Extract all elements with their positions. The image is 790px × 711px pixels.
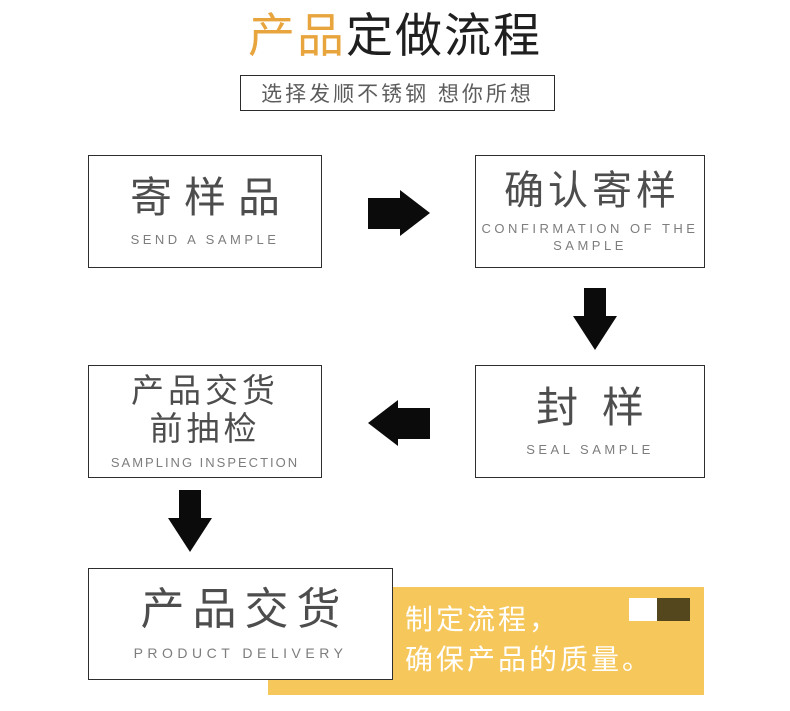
subtitle-text: 选择发顺不锈钢 想你所想 xyxy=(261,83,534,106)
arrow-head xyxy=(400,190,430,236)
arrow-shaft xyxy=(584,288,606,316)
page-title: 产品定做流程 xyxy=(0,6,790,66)
step-zh-label: 寄样品 xyxy=(129,173,292,221)
banner-line-1: 制定流程， xyxy=(405,604,561,635)
step-zh-label: 产品交货 xyxy=(140,585,349,635)
step-box-send-sample: 寄样品 SEND A SAMPLE xyxy=(88,155,322,268)
step-en-label: SEND A SAMPLE xyxy=(130,232,280,248)
step-box-confirmation: 确认寄样 CONFIRMATION OF THE SAMPLE xyxy=(475,155,705,268)
banner-line-2: 确保产品的质量。 xyxy=(405,644,654,675)
step-en-label: PRODUCT DELIVERY xyxy=(133,644,348,661)
step-box-seal-sample: 封 样 SEAL SAMPLE xyxy=(475,365,705,478)
arrow-shaft xyxy=(398,408,430,439)
arrow-head xyxy=(573,316,617,350)
arrow-head xyxy=(368,400,398,446)
arrow-down-icon xyxy=(168,490,212,552)
step-box-sampling-inspection: 产品交货 前抽检 SAMPLING INSPECTION xyxy=(88,365,322,478)
step-zh-label: 确认寄样 xyxy=(504,169,680,213)
banner-text: 制定流程， 确保产品的质量。 xyxy=(405,600,653,680)
swatch-white xyxy=(629,598,657,621)
step-zh-label: 封 样 xyxy=(536,383,650,431)
arrow-shaft xyxy=(368,198,400,229)
step-box-product-delivery: 产品交货 PRODUCT DELIVERY xyxy=(88,568,393,680)
step-zh-label: 产品交货 前抽检 xyxy=(131,372,279,447)
arrow-down-icon xyxy=(573,288,617,350)
page-title-rest: 定做流程 xyxy=(346,9,542,62)
step-en-label: CONFIRMATION OF THE SAMPLE xyxy=(481,221,699,253)
step-en-label: SEAL SAMPLE xyxy=(526,442,654,458)
arrow-left-icon xyxy=(368,400,430,447)
subtitle-box: 选择发顺不锈钢 想你所想 xyxy=(240,75,555,111)
step-en-label: SAMPLING INSPECTION xyxy=(110,454,300,470)
swatch-dark xyxy=(657,598,690,621)
arrow-head xyxy=(168,518,212,552)
arrow-shaft xyxy=(179,490,201,518)
page-title-highlight: 产品 xyxy=(248,9,346,62)
arrow-right-icon xyxy=(368,190,430,237)
banner-swatches xyxy=(629,598,690,621)
